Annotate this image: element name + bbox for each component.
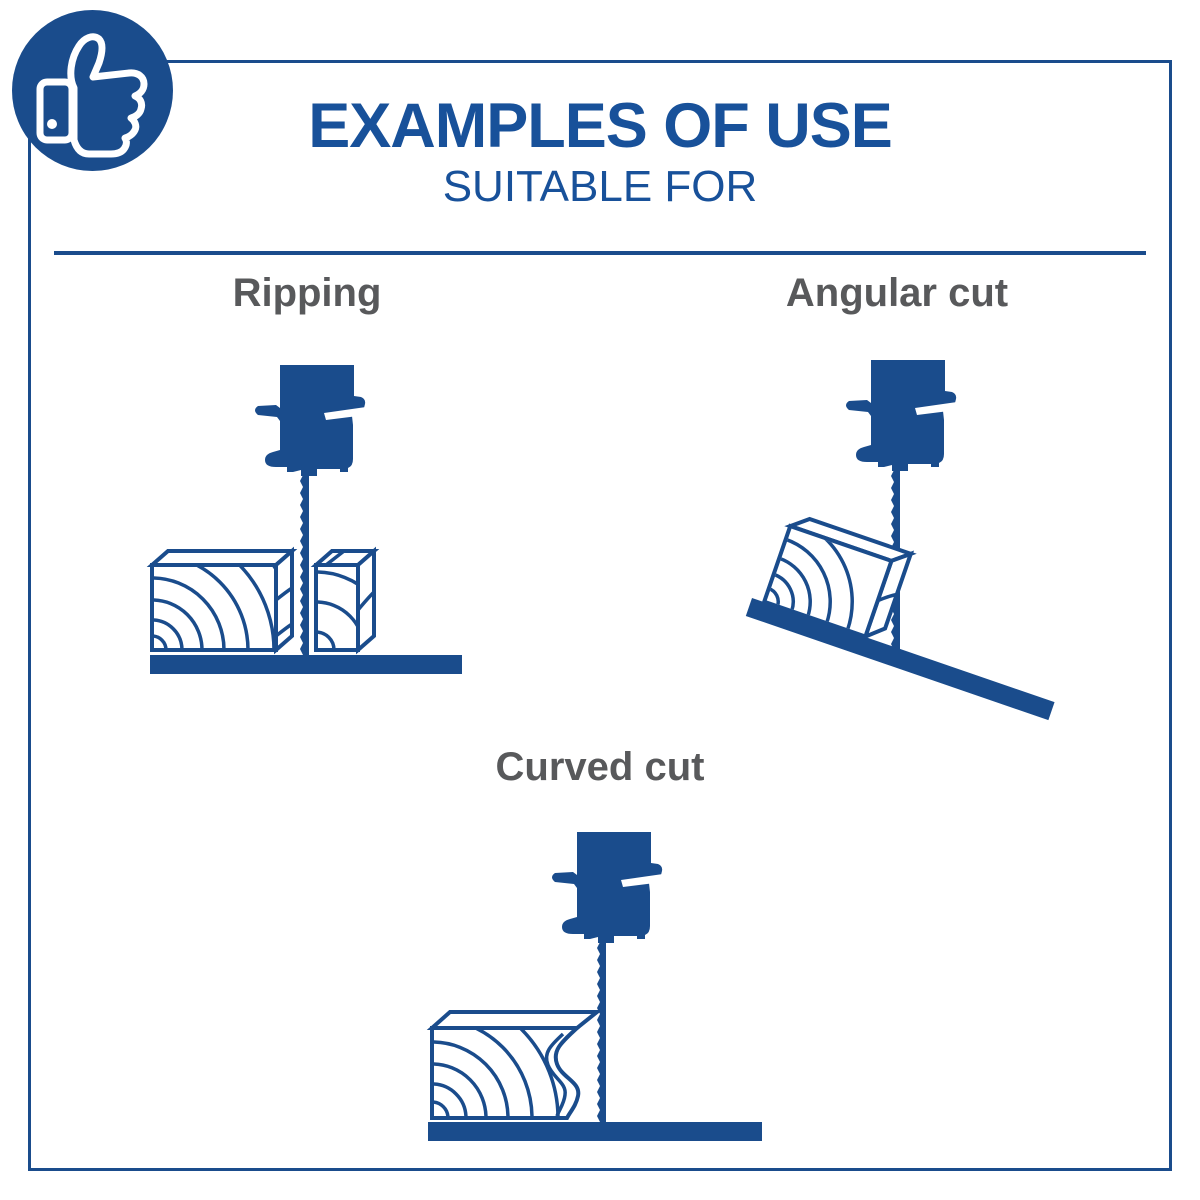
wood-board: [146, 546, 298, 655]
label-angular-cut: Angular cut: [785, 271, 1009, 315]
curved-cut-illustration: [420, 815, 780, 1175]
saw-table: [428, 1122, 762, 1141]
page-title: EXAMPLES OF USE: [308, 91, 893, 161]
ripping-illustration: [140, 350, 475, 685]
page-border: [28, 60, 1172, 1171]
wood-block-curved: [426, 1010, 603, 1120]
cutoff-piece: [310, 546, 380, 655]
header-divider: [54, 251, 1146, 255]
thumbs-up-icon: [36, 33, 148, 158]
saw-table: [150, 655, 462, 674]
label-ripping: Ripping: [232, 271, 382, 315]
saw-table-tilted: [745, 598, 1055, 721]
wood-block-tilted: [761, 516, 917, 641]
angular-cut-illustration: [730, 350, 1070, 722]
page-subtitle: SUITABLE FOR: [442, 162, 758, 211]
thumbs-up-badge: [12, 10, 173, 171]
label-curved-cut: Curved cut: [495, 745, 705, 789]
